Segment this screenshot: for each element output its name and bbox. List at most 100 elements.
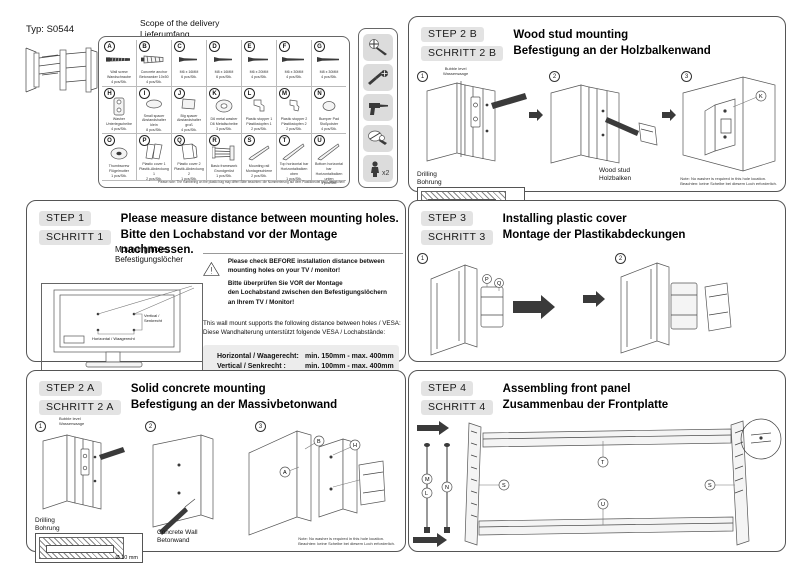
two-persons-icon: x2 bbox=[363, 155, 393, 183]
panel-step-2b: STEP 2 B SCHRITT 2 B Wood stud mounting … bbox=[408, 16, 786, 217]
step1-header: STEP 1 SCHRITT 1 Please measure distance… bbox=[39, 211, 405, 259]
screw-icon-e bbox=[248, 49, 270, 69]
panel-step-4: STEP 4 SCHRITT 4 Assembling front panel … bbox=[408, 370, 786, 552]
step2a-callout-A: A bbox=[283, 470, 287, 476]
screw-icon-c bbox=[179, 49, 199, 69]
step3-title-en: Installing plastic cover bbox=[502, 213, 627, 225]
step4-body: M L N S S T U bbox=[409, 417, 785, 551]
step4-callout-S-left: S bbox=[502, 483, 506, 489]
panel-step-1: STEP 1 SCHRITT 1 Please measure distance… bbox=[26, 200, 406, 394]
step1-title: Please measure distance between mounting… bbox=[121, 211, 405, 259]
wall-screw-icon bbox=[106, 49, 132, 69]
step2b-num-2: 2 bbox=[549, 71, 560, 82]
drill-bit-icon bbox=[363, 33, 393, 61]
step2b-fig2 bbox=[550, 84, 658, 164]
step1-warning-block: Please check BEFORE installation distanc… bbox=[203, 253, 403, 307]
step4-tags: STEP 4 SCHRITT 4 bbox=[421, 381, 493, 415]
svg-text:Vertical /: Vertical / bbox=[144, 313, 160, 318]
step4-callout-L: L bbox=[425, 491, 428, 497]
concrete-anchor-icon bbox=[141, 49, 167, 69]
step1-warn-en: Please check BEFORE installation distanc… bbox=[227, 258, 385, 275]
svg-text:Senkrecht: Senkrecht bbox=[144, 318, 163, 323]
step3-tag-en: STEP 3 bbox=[421, 211, 474, 226]
step3-title: Installing plastic cover Montage der Pla… bbox=[503, 211, 686, 245]
step1-warn-de2: den Lochabstand zwischen den Befestigung… bbox=[227, 289, 388, 297]
step4-tag-de: SCHRITT 4 bbox=[421, 400, 493, 415]
step3-num-2: 2 bbox=[615, 253, 626, 264]
step2a-title-en: Solid concrete mounting bbox=[130, 383, 266, 395]
step2a-title: Solid concrete mounting Befestigung an d… bbox=[131, 381, 337, 415]
panel-step-2a: STEP 2 A SCHRITT 2 A Solid concrete moun… bbox=[26, 370, 406, 563]
plastic-cover1-icon bbox=[144, 143, 164, 161]
step2a-header: STEP 2 A SCHRITT 2 A Solid concrete moun… bbox=[39, 381, 337, 415]
step3-fig2 bbox=[620, 262, 732, 354]
screw-icon-g bbox=[317, 49, 341, 69]
step2b-title: Wood stud mounting Befestigung an der Ho… bbox=[513, 27, 710, 61]
step4-callout-T: T bbox=[601, 460, 605, 466]
screwdriver-icon bbox=[363, 64, 393, 92]
step2b-num-1: 1 bbox=[417, 71, 428, 82]
step2b-fig3: K bbox=[682, 76, 776, 172]
required-tools-column: x2 bbox=[358, 28, 398, 188]
step3-title-de: Montage der Plastikabdeckungen bbox=[502, 228, 686, 241]
parts-numbering-note: Please note: The numbering on the plasti… bbox=[158, 180, 345, 185]
step2a-tag-de: SCHRITT 2 A bbox=[39, 400, 121, 415]
model-type-label: Typ: S0544 bbox=[26, 24, 75, 35]
step2a-tags: STEP 2 A SCHRITT 2 A bbox=[39, 381, 121, 415]
stopper1-icon bbox=[251, 96, 267, 116]
basic-framework-icon bbox=[212, 143, 236, 163]
step2b-tags: STEP 2 B SCHRITT 2 B bbox=[421, 27, 504, 61]
step4-title-en: Assembling front panel bbox=[502, 383, 631, 395]
step2b-callout-K: K bbox=[759, 94, 763, 100]
part-badge-S: S bbox=[244, 135, 255, 146]
step3-tag-de: SCHRITT 3 bbox=[421, 230, 493, 245]
part-badge-T: T bbox=[279, 135, 290, 146]
part-badge-U: U bbox=[314, 135, 325, 146]
step2a-num-2: 2 bbox=[145, 421, 156, 432]
step1-tag-en: STEP 1 bbox=[39, 211, 92, 226]
screw-icon-f bbox=[282, 49, 306, 69]
part-badge-N: N bbox=[314, 88, 325, 99]
part-badge-J: J bbox=[174, 88, 185, 99]
step2a-drilling-detail: Ø 10 mm bbox=[35, 533, 143, 563]
spacer-small-icon bbox=[145, 96, 163, 113]
step1-tag-de: SCHRITT 1 bbox=[39, 230, 111, 245]
step4-title: Assembling front panel Zusammenbau der F… bbox=[503, 381, 669, 415]
step3-big-arrow bbox=[583, 291, 605, 307]
step2b-tag-de: SCHRITT 2 B bbox=[421, 46, 504, 61]
step2b-title-de: Befestigung an der Holzbalkenwand bbox=[513, 44, 711, 57]
step2a-note: Note: No washer is required in this hole… bbox=[298, 536, 395, 547]
step3-body: 1 P Q 2 bbox=[409, 247, 785, 361]
